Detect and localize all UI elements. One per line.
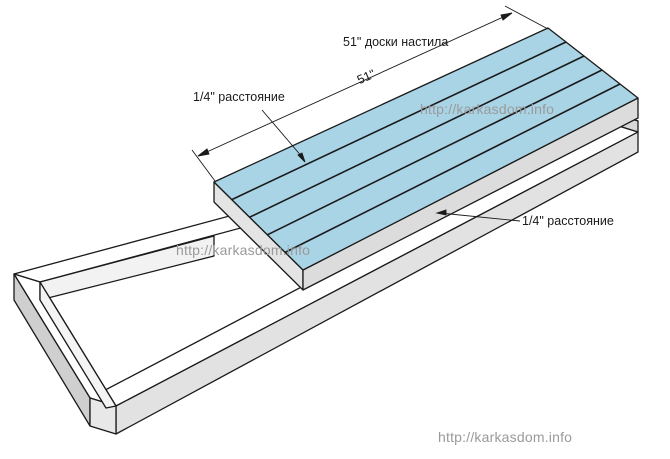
leader-gap-top-arrow	[297, 152, 306, 163]
dimension-arrow-left	[197, 148, 210, 157]
dimension-line	[197, 12, 513, 157]
frame-inner-left-face	[39, 281, 117, 409]
board-separators	[231, 41, 621, 254]
watermark-bottom: http://karkasdom.info	[438, 429, 573, 445]
dimension-ext-right	[504, 5, 549, 30]
dimension-ext-left	[191, 149, 216, 182]
dimension-arrow-right	[500, 12, 513, 21]
watermark-top: http://karkasdom.info	[420, 101, 555, 117]
label-gap-right: 1/4" расстояние	[522, 214, 614, 228]
board-separator-line	[231, 41, 567, 201]
board-separator-line	[267, 69, 603, 236]
frame	[13, 112, 639, 435]
leader-gap-right	[439, 212, 521, 222]
watermark-middle: http://karkasdom.info	[176, 242, 311, 258]
label-gap-top: 1/4" расстояние	[193, 90, 285, 104]
label-deck-boards: 51" доски настила	[343, 35, 449, 49]
leader-gap-right-arrow	[435, 209, 447, 216]
leader-gap-top	[261, 109, 304, 159]
board-separator-line	[249, 55, 585, 218]
deck-boards	[213, 27, 639, 291]
leaders	[261, 109, 521, 222]
board-separator-line	[284, 83, 621, 254]
dimension-51	[191, 5, 549, 182]
